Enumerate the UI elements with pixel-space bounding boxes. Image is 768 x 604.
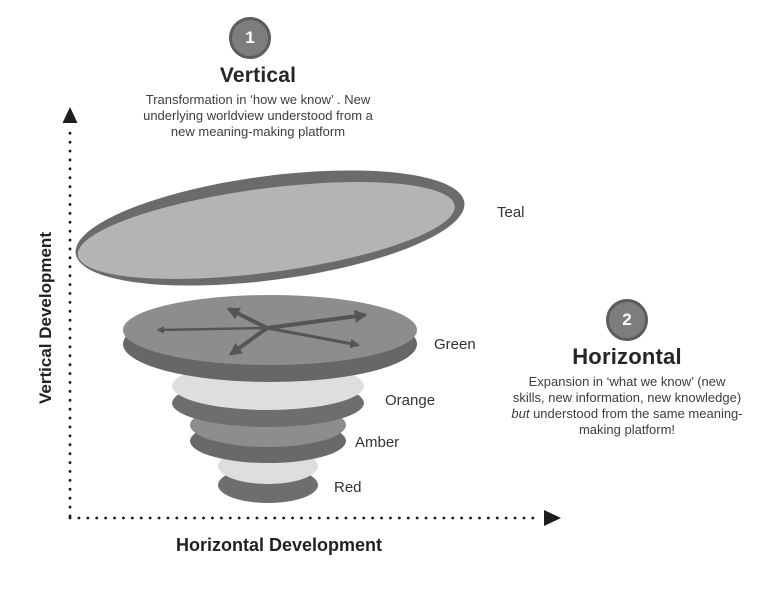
vertical-description: Transformation in ‘how we know’ . New un… — [143, 92, 373, 139]
vertical-title: Vertical — [219, 64, 297, 87]
horizontal-description-before: Expansion in ‘what we know’ (new skills,… — [512, 374, 742, 405]
stage-label-teal: Teal — [497, 204, 525, 221]
y-axis-label: Vertical Development — [36, 232, 55, 404]
stage-label-orange: Orange — [385, 392, 436, 409]
horizontal-description-after: understood from the same meaning-making … — [529, 406, 743, 437]
stage-label-amber: Amber — [355, 434, 400, 451]
green-disc — [123, 295, 417, 382]
horizontal-badge-number: 2 — [622, 310, 632, 329]
x-axis-arrowhead — [544, 510, 561, 526]
y-axis-arrowhead — [62, 107, 78, 123]
vertical-badge: 1 — [229, 17, 271, 59]
horizontal-title: Horizontal — [572, 344, 682, 369]
stage-label-red: Red — [334, 479, 362, 496]
horizontal-badge: 2 — [606, 299, 648, 341]
horizontal-description: Expansion in ‘what we know’ (new skills,… — [511, 374, 743, 438]
vertical-badge-number: 1 — [245, 28, 255, 47]
expansion-arrows-icon — [156, 307, 368, 356]
x-axis-label: Horizontal Development — [175, 535, 383, 555]
teal-disc — [75, 170, 465, 286]
horizontal-description-italic: but — [511, 406, 530, 421]
stage-label-green: Green — [434, 336, 476, 353]
